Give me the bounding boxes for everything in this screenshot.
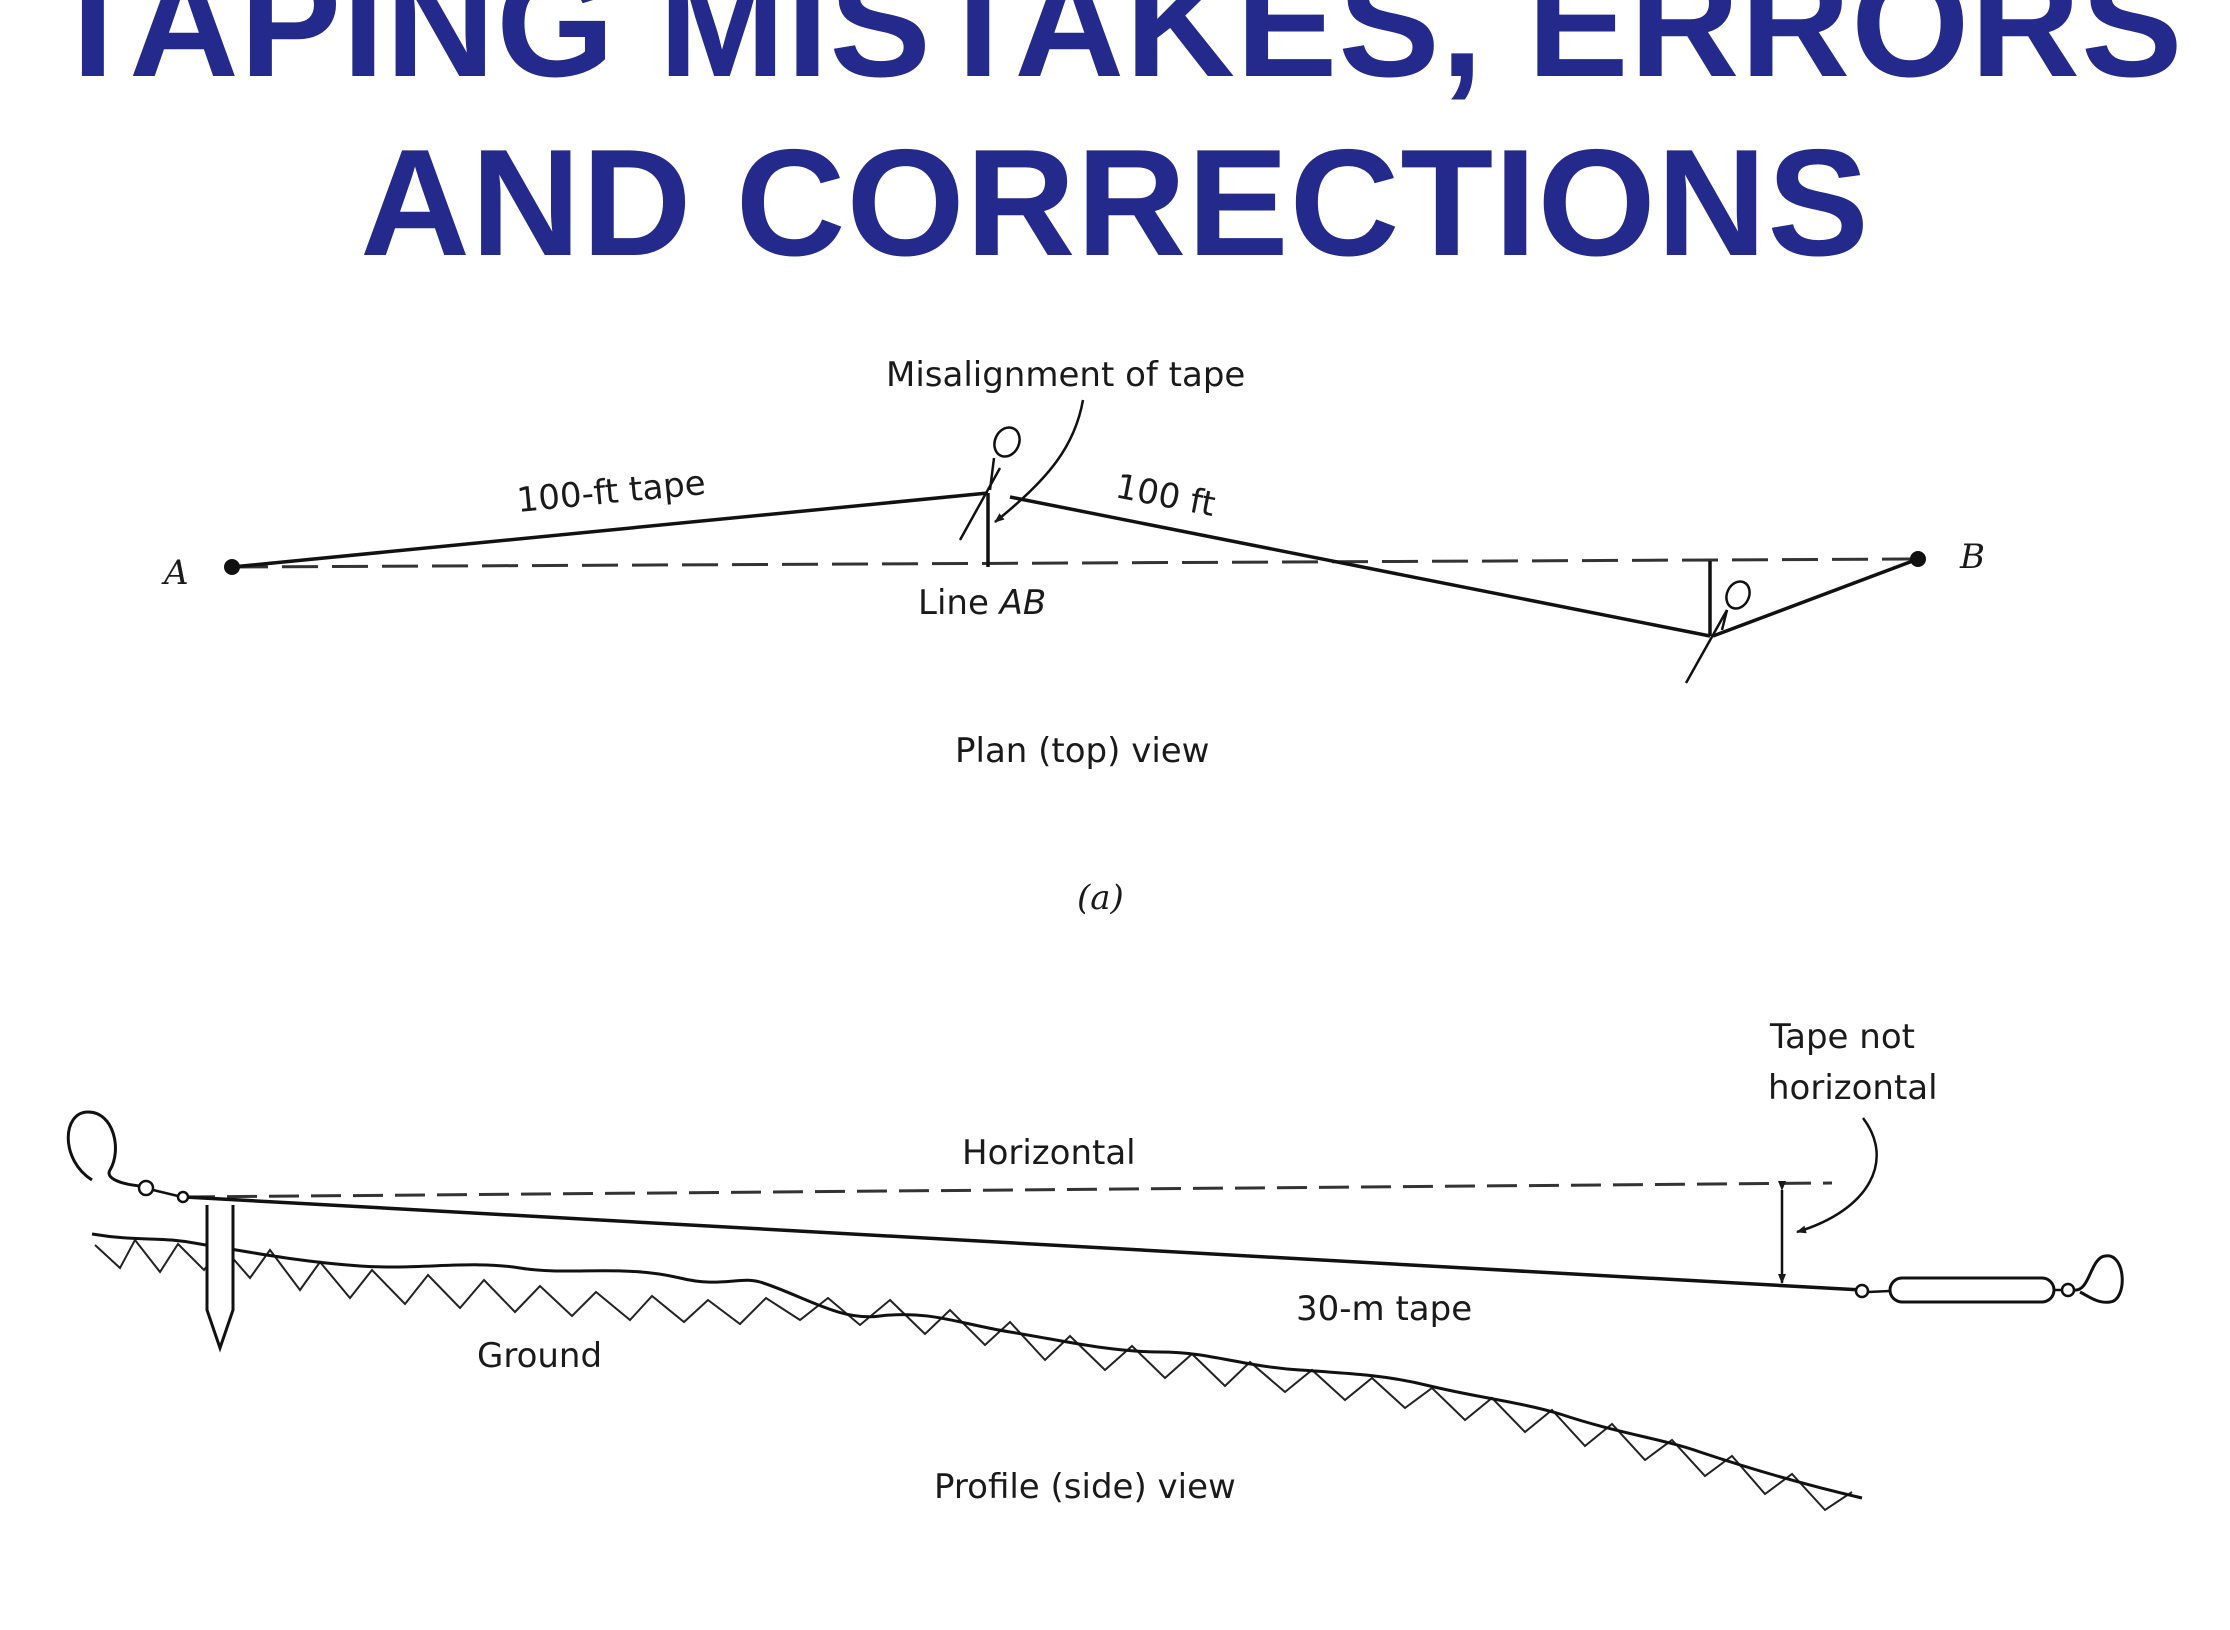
point-a-label: A xyxy=(161,553,189,593)
line-ab-name: AB xyxy=(998,583,1047,623)
tape-30m-label: 30-m tape xyxy=(1296,1289,1472,1329)
slide-title-line-2: AND CORRECTIONS xyxy=(360,118,1870,288)
plan-view-diagram: A B 100-ft tape 100 ft Misalignment of t… xyxy=(161,355,1985,918)
ground-stake-icon xyxy=(205,1205,235,1353)
tape-segment-1 xyxy=(231,491,989,569)
tape-not-horizontal-line-1: Tape not xyxy=(1769,1017,1915,1057)
horizontal-label: Horizontal xyxy=(962,1133,1136,1173)
taping-pin-2-icon xyxy=(1684,580,1751,684)
horizontal-reference-dashed xyxy=(184,1181,1833,1199)
ground-hatching xyxy=(94,1238,1853,1512)
slide-title-line-1: TAPING MISTAKES, ERRORS xyxy=(46,0,2184,109)
line-ab-label: Line AB xyxy=(918,583,1046,623)
tape-segment-2 xyxy=(1009,495,1711,638)
tape-not-horizontal-line-2: horizontal xyxy=(1768,1068,1938,1108)
profile-view-diagram: Horizontal Tape not horizontal 30-m tape… xyxy=(66,1017,2124,1512)
line-ab-prefix: Line xyxy=(918,583,1000,623)
sloped-tape-line xyxy=(184,1195,1863,1292)
misalignment-label: Misalignment of tape xyxy=(886,355,1245,395)
tape-100ft-label: 100-ft tape xyxy=(515,463,707,521)
ground-surface-line xyxy=(91,1232,1863,1500)
plan-view-label: Plan (top) view xyxy=(955,731,1210,771)
segment-100ft-label: 100 ft xyxy=(1112,467,1218,525)
ground-label: Ground xyxy=(477,1336,602,1376)
misalignment-leader-arrow xyxy=(994,399,1085,523)
profile-view-label: Profile (side) view xyxy=(934,1467,1236,1507)
tape-segment-3 xyxy=(1712,557,1919,638)
tape-not-horizontal-label: Tape not horizontal xyxy=(1768,1017,1938,1108)
point-b-label: B xyxy=(1959,537,1985,577)
line-ab-dashed xyxy=(231,557,1919,569)
taping-pin-1-icon xyxy=(958,426,1021,541)
tension-handle-icon xyxy=(1854,1254,2124,1304)
figure-a-caption: (a) xyxy=(1077,878,1124,918)
left-tape-handle-icon xyxy=(66,1110,190,1204)
tape-not-horizontal-leader-arrow xyxy=(1796,1117,1878,1234)
